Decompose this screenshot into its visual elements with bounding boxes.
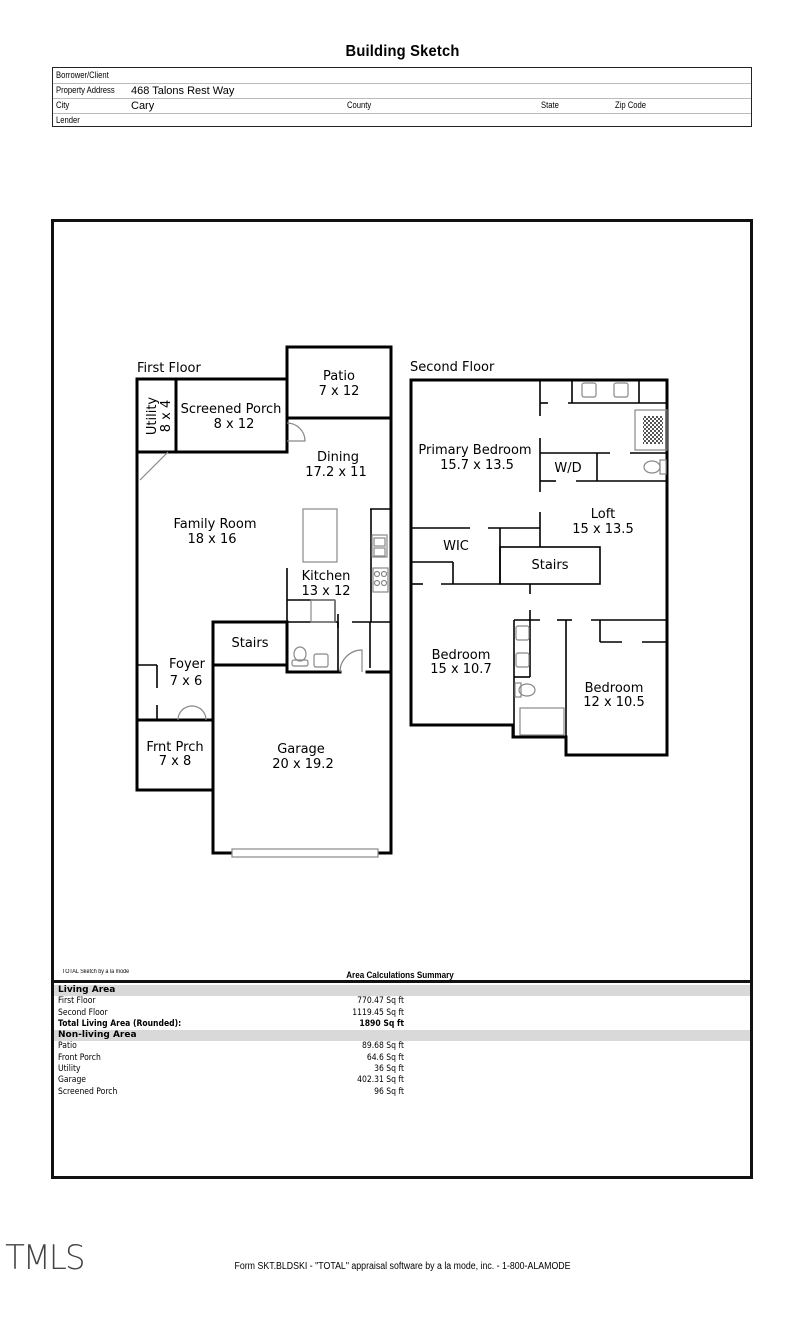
borrower-row: Borrower/Client [53,68,751,84]
room-kitchen-dims: 13 x 12 [301,584,350,599]
patio-outline [285,345,393,420]
lender-row: Lender [53,113,751,128]
address-label: Property Address [56,85,115,95]
room-dining-name: Dining [317,450,359,465]
summary-row: First Floor 770.47 Sq ft [54,996,750,1007]
living-area-header: Living Area [54,985,750,997]
summary-divider [51,980,753,983]
room-patio-name: Patio [323,369,355,384]
city-value: Cary [131,100,155,112]
room-loft-dims: 15 x 13.5 [572,522,633,537]
row-value: 770.47 Sq ft [357,996,404,1007]
row-name: First Floor [58,996,96,1007]
row-name: Utility [58,1064,81,1075]
address-row: Property Address 468 Talons Rest Way [53,83,751,99]
row-name: Total Living Area (Rounded): [58,1018,182,1029]
room-front-porch-dims: 7 x 8 [159,754,192,769]
room-stairs-2-name: Stairs [531,558,568,573]
row-name: Front Porch [58,1052,101,1063]
sketch-caption: TOTAL Sketch by a la mode [62,969,130,975]
tmls-logo: TMLS [5,1238,85,1278]
address-value: 468 Talons Rest Way [131,85,235,97]
lender-label: Lender [56,115,80,125]
row-value: 402.31 Sq ft [357,1075,404,1086]
room-wic-name: WIC [443,539,469,554]
room-garage-dims: 20 x 19.2 [272,757,333,772]
sketch-frame [51,219,753,1179]
row-value: 1119.45 Sq ft [352,1007,404,1018]
area-summary-table: Living Area First Floor 770.47 Sq ft Sec… [54,985,750,1098]
room-family-name: Family Room [174,517,257,532]
non-living-area-header: Non-living Area [54,1030,750,1042]
summary-row: Patio 89.68 Sq ft [54,1041,750,1052]
room-wd-name: W/D [554,461,581,476]
borrower-label: Borrower/Client [56,70,109,80]
room-stairs-1-name: Stairs [231,636,268,651]
room-primary-dims: 15.7 x 13.5 [440,458,514,473]
room-primary-name: Primary Bedroom [418,443,531,458]
room-screened-porch-name: Screened Porch [181,402,282,417]
property-header-table: Borrower/Client Property Address 468 Tal… [52,67,752,127]
summary-row: Utility 36 Sq ft [54,1064,750,1075]
room-family-dims: 18 x 16 [187,532,236,547]
room-bedroom2-name: Bedroom [432,648,491,663]
room-garage-name: Garage [277,742,325,757]
shower-tile [643,416,663,444]
summary-row: Front Porch 64.6 Sq ft [54,1053,750,1064]
row-value: 1890 Sq ft [359,1018,404,1029]
state-label: State [541,100,559,110]
row-name: Screened Porch [58,1086,118,1097]
form-footer: Form SKT.BLDSKI - "TOTAL" appraisal soft… [234,1261,571,1272]
row-name: Patio [58,1041,77,1052]
zip-label: Zip Code [615,100,647,110]
room-foyer-dims: 7 x 6 [170,674,203,689]
county-label: County [347,100,372,110]
summary-row: Garage 402.31 Sq ft [54,1075,750,1086]
kitchen-island [302,508,338,563]
room-loft-name: Loft [591,507,615,522]
room-dining-dims: 17.2 x 11 [305,465,366,480]
row-value: 96 Sq ft [374,1086,404,1097]
room-bedroom3-dims: 12 x 10.5 [583,695,644,710]
summary-title: Area Calculations Summary [346,970,454,980]
row-value: 64.6 Sq ft [366,1052,404,1063]
room-bedroom2-dims: 15 x 10.7 [430,662,491,677]
room-bedroom3-name: Bedroom [585,681,644,696]
room-screened-porch-dims: 8 x 12 [214,417,255,432]
first-floor-label: First Floor [137,361,201,376]
summary-row: Second Floor 1119.45 Sq ft [54,1008,750,1019]
room-kitchen-name: Kitchen [302,569,351,584]
row-value: 36 Sq ft [374,1064,404,1075]
city-label: City [56,100,70,110]
total-living-row: Total Living Area (Rounded): 1890 Sq ft [54,1019,750,1030]
row-name: Garage [58,1075,87,1086]
row-value: 89.68 Sq ft [361,1041,404,1052]
city-row: City Cary County State Zip Code [53,98,751,114]
room-utility-dims: 8 x 4 [159,400,174,433]
room-foyer-name: Foyer [169,657,206,672]
row-name: Second Floor [58,1007,108,1018]
second-floor-label: Second Floor [410,360,495,375]
room-patio-dims: 7 x 12 [319,384,360,399]
room-utility-name: Utility [145,397,160,436]
page-title: Building Sketch [345,43,460,60]
summary-row: Screened Porch 96 Sq ft [54,1087,750,1098]
room-front-porch-name: Frnt Prch [146,740,203,755]
